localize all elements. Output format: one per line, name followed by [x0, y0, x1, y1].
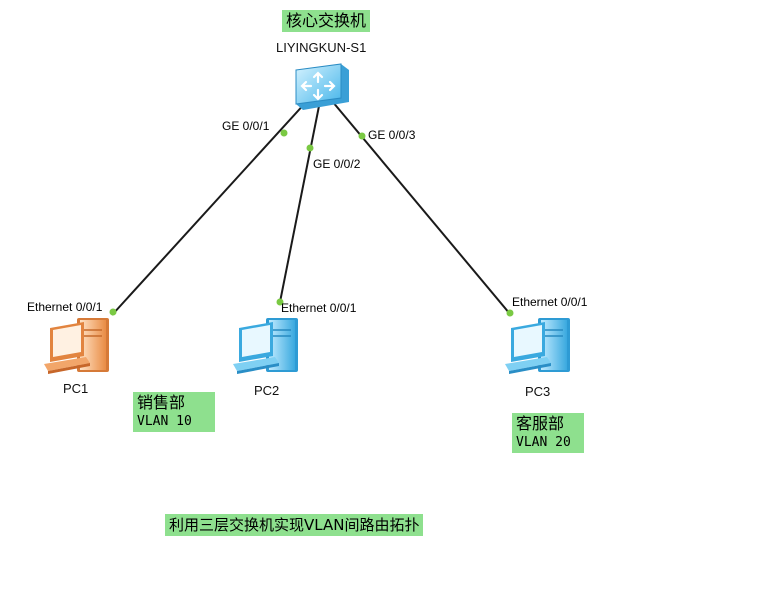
pc2-name: PC2 [254, 383, 280, 398]
port-dot-pc1 [109, 308, 117, 316]
link-s1-pc2[interactable] [279, 100, 321, 303]
link-s1-pc3[interactable] [331, 100, 511, 315]
switch-title-note[interactable]: 核心交换机 [282, 10, 371, 32]
port-dot-pc2 [276, 298, 284, 306]
sales-dept-label: 销售部 [137, 393, 186, 412]
port-dot-ge3 [358, 132, 366, 140]
port-label-pc2: Ethernet 0/0/1 [281, 301, 357, 315]
port-dot-ge2 [306, 144, 314, 152]
pc3-icon[interactable] [505, 318, 570, 374]
port-dot-ge1 [280, 129, 288, 137]
pc2-icon[interactable] [233, 318, 298, 374]
port-dot-pc3 [506, 309, 514, 317]
port-label-ge2: GE 0/0/2 [313, 157, 361, 171]
port-label-ge1: GE 0/0/1 [222, 119, 270, 133]
pc1-icon[interactable] [44, 318, 109, 374]
caption-text: 利用三层交换机实现VLAN间路由拓扑 [169, 516, 420, 534]
topology-caption[interactable]: 利用三层交换机实现VLAN间路由拓扑 [165, 514, 424, 536]
service-vlan-label: VLAN 20 [516, 435, 571, 450]
switch-title: 核心交换机 [286, 11, 367, 30]
pc3-name: PC3 [525, 384, 551, 399]
service-dept-label: 客服部 [516, 414, 565, 433]
layer3-switch-icon[interactable] [295, 63, 349, 110]
service-vlan-note[interactable]: 客服部 VLAN 20 [512, 413, 584, 453]
link-s1-pc1[interactable] [111, 100, 308, 316]
pc1-name: PC1 [63, 381, 89, 396]
switch-hostname: LIYINGKUN-S1 [276, 40, 367, 55]
port-label-pc1: Ethernet 0/0/1 [27, 300, 103, 314]
sales-vlan-label: VLAN 10 [137, 414, 192, 429]
port-label-ge3: GE 0/0/3 [368, 128, 416, 142]
sales-vlan-note[interactable]: 销售部 VLAN 10 [133, 392, 215, 432]
port-label-pc3: Ethernet 0/0/1 [512, 295, 588, 309]
